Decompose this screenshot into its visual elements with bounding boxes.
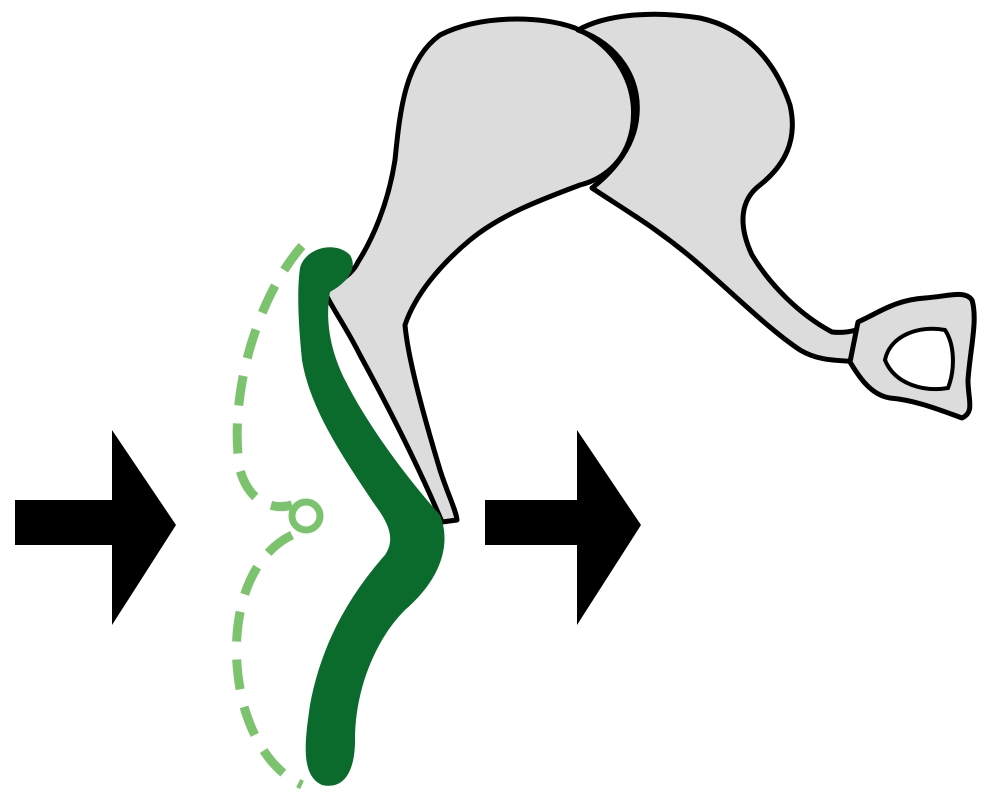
membrane-rest — [298, 247, 445, 786]
outgoing-arrow-icon — [485, 430, 641, 625]
stapes-foramen — [882, 326, 955, 392]
membrane-displaced — [232, 243, 306, 790]
incoming-arrow-icon — [15, 430, 176, 625]
incus — [575, 11, 875, 365]
pivot-point-icon — [288, 498, 324, 534]
